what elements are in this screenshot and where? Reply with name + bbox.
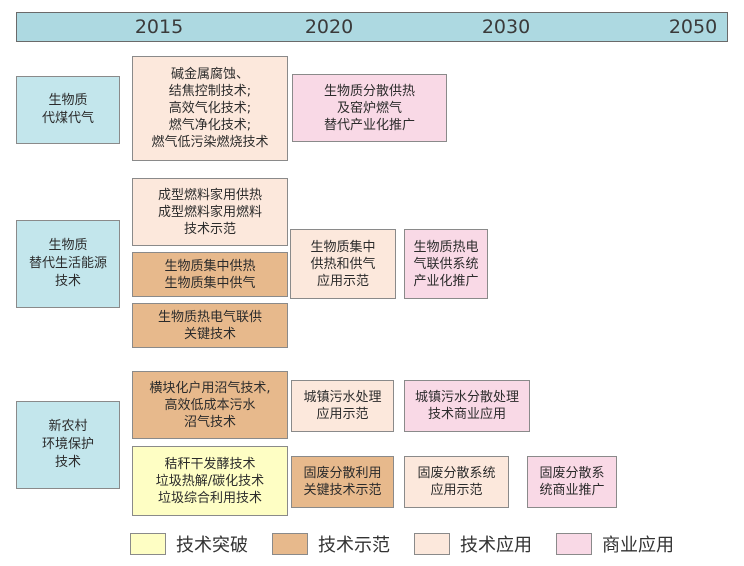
box-central-heating-gas: 生物质集中供热 生物质集中供气	[132, 252, 288, 297]
legend-swatch-commercial	[556, 533, 592, 555]
box-chp-key-tech: 生物质热电气联供 关键技术	[132, 303, 288, 348]
box-urban-sewage-demo: 城镇污水处理 应用示范	[291, 380, 394, 432]
year-2050: 2050	[668, 16, 718, 38]
category-biomass-coal-gas-substitution: 生物质 代煤代气	[16, 76, 120, 144]
box-chp-industrialization: 生物质热电 气联供系统 产业化推广	[404, 229, 488, 299]
box-solid-waste-system-demo: 固废分散系统 应用示范	[404, 456, 509, 508]
legend-swatch-breakthrough	[130, 533, 166, 555]
category-biomass-living-energy: 生物质 替代生活能源 技术	[16, 220, 120, 308]
legend-swatch-application	[414, 533, 450, 555]
year-2015: 2015	[134, 16, 184, 38]
legend-swatch-demonstration	[272, 533, 308, 555]
box-briquette-fuel-demo: 成型燃料家用供热 成型燃料家用燃料 技术示范	[132, 178, 288, 246]
legend-label: 技术应用	[460, 535, 532, 556]
box-distributed-heating-promotion: 生物质分散供热 及窑炉燃气 替代产业化推广	[292, 74, 447, 142]
legend-item-breakthrough: 技术突破	[130, 531, 248, 557]
box-biogas-tech: 横块化户用沼气技术, 高效低成本污水 沼气技术	[132, 371, 288, 439]
box-straw-fermentation: 秸秆干发酵技术 垃圾热解/碳化技术 垃圾综合利用技术	[132, 446, 288, 516]
legend-item-application: 技术应用	[414, 531, 532, 557]
legend-item-commercial: 商业应用	[556, 531, 674, 557]
legend-label: 技术突破	[176, 535, 248, 556]
box-gasification-tech: 碱金属腐蚀、 结焦控制技术; 高效气化技术; 燃气净化技术; 燃气低污染燃烧技术	[132, 56, 288, 161]
year-2020: 2020	[304, 16, 354, 38]
year-2030: 2030	[481, 16, 531, 38]
box-central-supply-demo: 生物质集中 供热和供气 应用示范	[290, 229, 396, 299]
legend-label: 商业应用	[602, 535, 674, 556]
legend-item-demonstration: 技术示范	[272, 531, 390, 557]
box-urban-sewage-commercial: 城镇污水分散处理 技术商业应用	[404, 380, 530, 432]
legend: 技术突破 技术示范 技术应用 商业应用	[130, 530, 698, 558]
timeline-bar: 2015 2020 2030 2050	[16, 12, 728, 42]
box-solid-waste-commercial: 固废分散系 统商业推广	[527, 456, 617, 508]
category-rural-environment-protection: 新农村 环境保护 技术	[16, 401, 120, 489]
legend-label: 技术示范	[318, 535, 390, 556]
box-solid-waste-key-demo: 固废分散利用 关键技术示范	[291, 456, 394, 508]
